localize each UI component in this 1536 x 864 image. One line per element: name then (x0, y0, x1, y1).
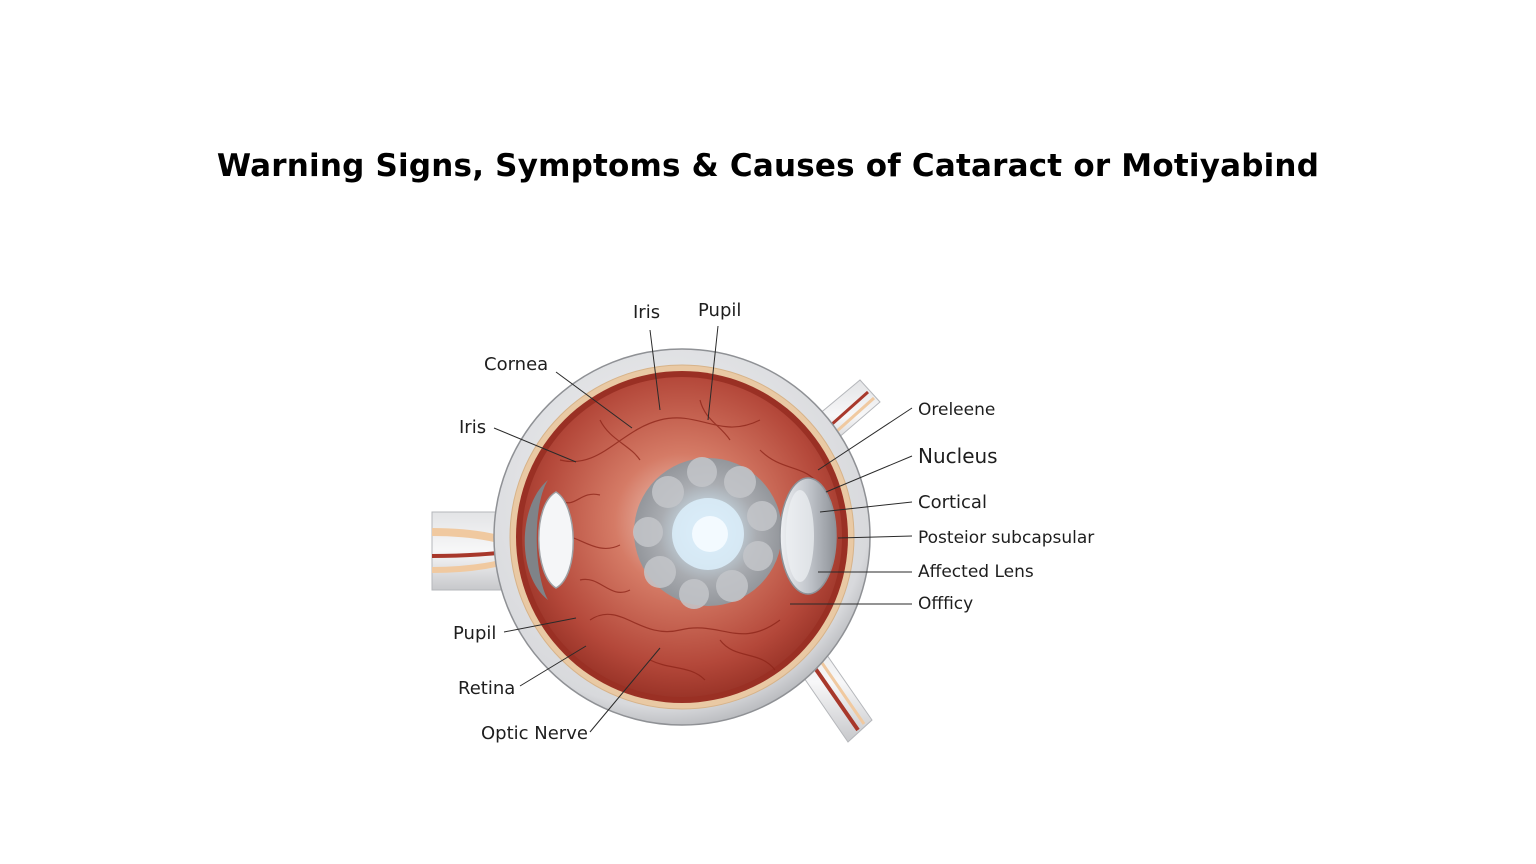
label-offficy: Offficy (918, 594, 973, 614)
label-retina: Retina (458, 678, 515, 699)
label-cornea: Cornea (484, 354, 548, 375)
label-pupil-left: Pupil (453, 623, 496, 644)
label-posterior-subcapsular: Posteior subcapsular (918, 528, 1094, 548)
label-pupil-top: Pupil (698, 300, 741, 321)
label-oreleene: Oreleene (918, 400, 995, 420)
label-nucleus: Nucleus (918, 444, 998, 468)
label-affected-lens: Affected Lens (918, 562, 1034, 582)
leader-lines (493, 325, 913, 733)
cornea-shape (524, 480, 574, 600)
affected-lens-shape (779, 477, 837, 595)
cataract-lens (633, 457, 782, 609)
label-cortical: Cortical (918, 492, 987, 513)
label-iris-left: Iris (459, 417, 486, 438)
label-iris-top: Iris (633, 302, 660, 323)
page-title: Warning Signs, Symptoms & Causes of Cata… (216, 148, 1320, 184)
label-optic-nerve: Optic Nerve (481, 723, 588, 744)
retinal-vessels (539, 399, 816, 681)
